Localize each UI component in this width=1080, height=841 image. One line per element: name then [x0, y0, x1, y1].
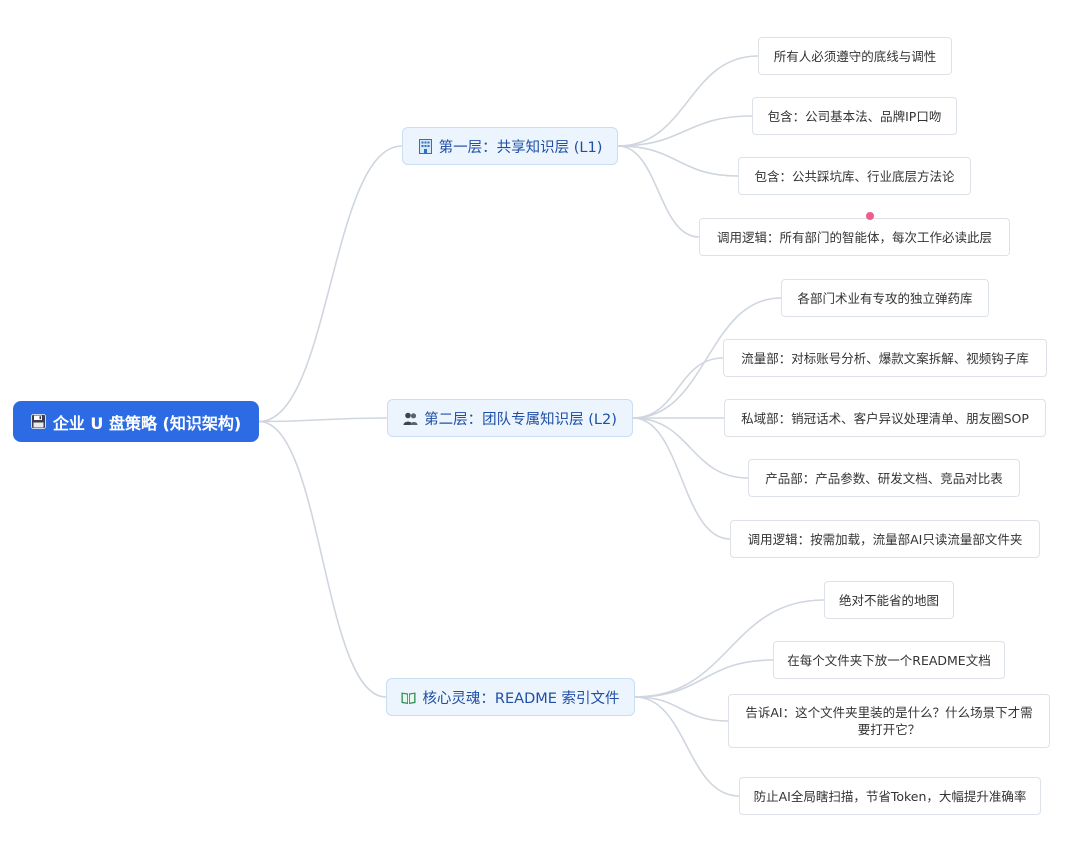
leaf-text: 调用逻辑：所有部门的智能体，每次工作必读此层 — [716, 229, 992, 245]
branch-label-l2: 第二层：团队专属知识层 (L2) — [424, 411, 617, 428]
connector-leaf-l1-2 — [617, 115, 753, 147]
leaf-l2-2[interactable]: 流量部：对标账号分析、爆款文案拆解、视频钩子库 — [723, 339, 1047, 377]
branch-node-l2[interactable]: 第二层：团队专属知识层 (L2) — [387, 399, 633, 437]
leaf-text: 防止AI全局瞎扫描，节省Token，大幅提升准确率 — [753, 788, 1027, 804]
leaf-readme-4[interactable]: 防止AI全局瞎扫描，节省Token，大幅提升准确率 — [739, 777, 1041, 815]
connector-leaf-readme-4 — [634, 696, 740, 797]
leaf-l1-3[interactable]: 包含：公共踩坑库、行业底层方法论 — [738, 157, 971, 195]
leaf-text: 流量部：对标账号分析、爆款文案拆解、视频钩子库 — [741, 350, 1029, 366]
leaf-l2-4[interactable]: 产品部：产品参数、研发文档、竞品对比表 — [748, 459, 1020, 497]
root-label: 企业 U 盘策略 (知识架构) — [52, 413, 242, 433]
connector-root-branch-node-l2 — [258, 417, 388, 423]
open-book-icon — [401, 690, 416, 705]
leaf-text: 产品部：产品参数、研发文档、竞品对比表 — [765, 470, 1003, 486]
connector-leaf-readme-1 — [634, 599, 825, 698]
leaf-readme-2[interactable]: 在每个文件夹下放一个README文档 — [773, 641, 1005, 679]
leaf-l2-3[interactable]: 私域部：销冠话术、客户异议处理清单、朋友圈SOP — [724, 399, 1046, 437]
leaf-text: 各部门术业有专攻的独立弹药库 — [797, 290, 973, 306]
leaf-text: 所有人必须遵守的底线与调性 — [773, 48, 937, 64]
connector-root-branch-node-l1 — [258, 145, 403, 423]
connector-leaf-readme-2 — [634, 659, 774, 698]
leaf-text: 告诉AI：这个文件夹里装的是什么？什么场景下才需要打开它？ — [745, 705, 1033, 737]
floppy-disk-icon — [30, 414, 46, 429]
connector-leaf-l1-3 — [617, 145, 739, 177]
leaf-readme-1[interactable]: 绝对不能省的地图 — [824, 581, 954, 619]
connector-leaf-l2-4 — [632, 417, 749, 479]
leaf-l1-1[interactable]: 所有人必须遵守的底线与调性 — [758, 37, 952, 75]
connector-leaf-readme-3 — [634, 696, 729, 722]
leaf-text: 包含：公司基本法、品牌IP口吻 — [767, 108, 942, 124]
leaf-l2-5[interactable]: 调用逻辑：按需加载，流量部AI只读流量部文件夹 — [730, 520, 1040, 558]
leaf-l1-2[interactable]: 包含：公司基本法、品牌IP口吻 — [752, 97, 957, 135]
leaf-text: 绝对不能省的地图 — [838, 592, 939, 608]
root-node[interactable]: 企业 U 盘策略 (知识架构) — [13, 401, 259, 442]
connector-leaf-l1-1 — [617, 55, 759, 147]
leaf-text: 包含：公共踩坑库、行业底层方法论 — [754, 168, 955, 184]
branch-node-readme[interactable]: 核心灵魂：README 索引文件 — [386, 678, 635, 716]
connector-leaf-l2-1 — [632, 297, 782, 419]
leaf-text: 调用逻辑：按需加载，流量部AI只读流量部文件夹 — [747, 531, 1023, 547]
leaf-l1-4[interactable]: 调用逻辑：所有部门的智能体，每次工作必读此层 — [699, 218, 1010, 256]
connector-leaf-l2-5 — [632, 417, 731, 540]
branch-label-l1: 第一层：共享知识层 (L1) — [438, 139, 603, 156]
office-building-icon — [418, 138, 433, 154]
leaf-text: 在每个文件夹下放一个README文档 — [787, 652, 991, 668]
leaf-text: 私域部：销冠话术、客户异议处理清单、朋友圈SOP — [741, 410, 1029, 426]
connector-leaf-l2-2 — [632, 357, 724, 419]
leaf-l2-1[interactable]: 各部门术业有专攻的独立弹药库 — [781, 279, 989, 317]
branch-node-l1[interactable]: 第一层：共享知识层 (L1) — [402, 127, 618, 165]
connector-root-branch-node-readme — [258, 420, 387, 698]
connector-leaf-l1-4 — [617, 145, 700, 238]
team-people-icon — [403, 411, 418, 426]
selection-marker-dot — [866, 212, 874, 220]
branch-label-readme: 核心灵魂：README 索引文件 — [422, 690, 620, 707]
leaf-readme-3[interactable]: 告诉AI：这个文件夹里装的是什么？什么场景下才需要打开它？ — [728, 694, 1050, 748]
